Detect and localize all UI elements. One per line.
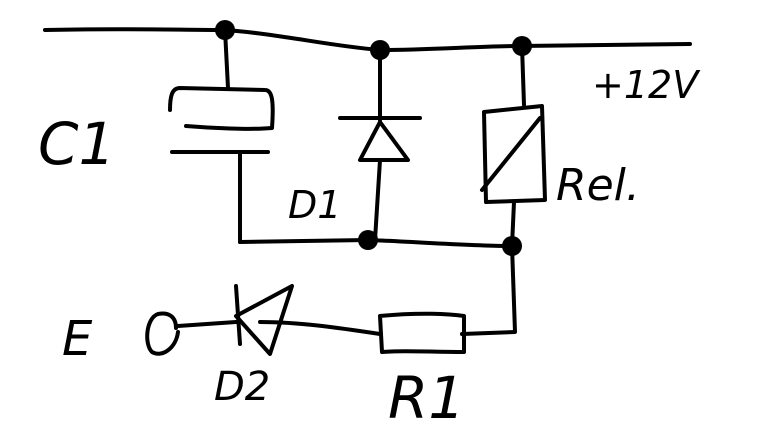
- junction-d1-bottom: [358, 230, 378, 250]
- label-c1: C1: [38, 110, 115, 178]
- label-rel: Rel.: [556, 160, 640, 211]
- diode-d2: [176, 284, 294, 356]
- label-d2: D2: [214, 364, 270, 410]
- label-d1: D1: [288, 183, 341, 227]
- capacitor-c1: [168, 28, 275, 244]
- input-terminal-e: [145, 311, 180, 356]
- label-e: E: [62, 311, 93, 367]
- r1-feed-wire: [460, 244, 517, 336]
- resistor-r1: [378, 311, 466, 354]
- d2-r1-wire: [258, 320, 382, 336]
- relay-coil: [480, 44, 547, 248]
- label-supply: +12V: [592, 63, 701, 107]
- label-r1: R1: [388, 364, 465, 428]
- supply-rail: [43, 27, 692, 52]
- diode-d1: [338, 48, 422, 242]
